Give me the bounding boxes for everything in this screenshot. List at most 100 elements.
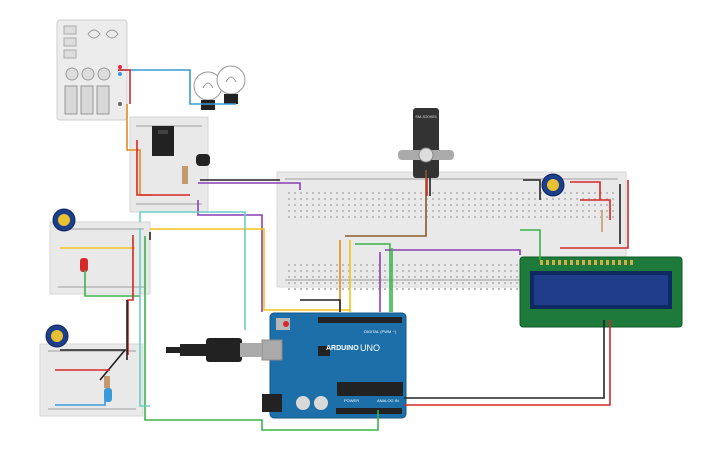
breadboard-hole	[480, 210, 482, 212]
breadboard-hole	[516, 210, 518, 212]
breadboard-hole	[342, 288, 344, 290]
breadboard-hole	[396, 204, 398, 206]
relay-module[interactable]	[56, 19, 128, 121]
breadboard-hole	[330, 276, 332, 278]
breadboard-hole	[396, 276, 398, 278]
breadboard-hole	[390, 216, 392, 218]
lcd-pin	[564, 260, 567, 265]
breadboard-hole	[504, 192, 506, 194]
breadboard-hole	[516, 198, 518, 200]
breadboard-hole	[492, 288, 494, 290]
breadboard-hole	[510, 204, 512, 206]
breadboard-hole	[510, 264, 512, 266]
breadboard-hole	[558, 210, 560, 212]
lcd-pin	[624, 260, 627, 265]
breadboard-hole	[504, 288, 506, 290]
breadboard-hole	[594, 204, 596, 206]
breadboard-hole	[342, 264, 344, 266]
servo-motor[interactable]: SM-S2090S	[398, 108, 454, 178]
breadboard-hole	[438, 192, 440, 194]
breadboard-hole	[336, 192, 338, 194]
breadboard-hole	[450, 210, 452, 212]
breadboard-hole	[528, 204, 530, 206]
arduino-analog-label: ANALOG IN	[377, 398, 399, 403]
breadboard-hole	[552, 216, 554, 218]
breadboard-hole	[498, 270, 500, 272]
breadboard-hole	[420, 192, 422, 194]
breadboard-hole	[600, 198, 602, 200]
arduino-uno-board[interactable]: ARDUINO UNO DIGITAL (PWM ~) ANALOG IN PO…	[261, 312, 407, 419]
potentiometer-knob-icon[interactable]	[541, 173, 565, 197]
breadboard-hole	[306, 276, 308, 278]
breadboard-hole	[390, 204, 392, 206]
breadboard-hole	[486, 210, 488, 212]
breadboard-hole	[510, 216, 512, 218]
breadboard-hole	[378, 276, 380, 278]
breadboard-hole	[306, 198, 308, 200]
breadboard-hole	[486, 216, 488, 218]
breadboard-hole	[504, 282, 506, 284]
breadboard-hole	[402, 216, 404, 218]
breadboard-hole	[402, 198, 404, 200]
breadboard-hole	[336, 282, 338, 284]
breadboard-hole	[360, 210, 362, 212]
breadboard-hole	[330, 270, 332, 272]
breadboard-hole	[366, 216, 368, 218]
breadboard-hole	[546, 198, 548, 200]
breadboard-hole	[492, 282, 494, 284]
breadboard-hole	[522, 210, 524, 212]
breadboard-hole	[414, 282, 416, 284]
breadboard-hole	[432, 276, 434, 278]
breadboard-hole	[480, 276, 482, 278]
breadboard-hole	[534, 210, 536, 212]
breadboard-hole	[366, 270, 368, 272]
breadboard-hole	[474, 270, 476, 272]
breadboard-hole	[336, 270, 338, 272]
breadboard-hole	[492, 198, 494, 200]
breadboard-hole	[462, 264, 464, 266]
breadboard-hole	[390, 210, 392, 212]
breadboard-hole	[612, 216, 614, 218]
breadboard-main	[276, 171, 627, 290]
breadboard-hole	[384, 288, 386, 290]
lightbulb-icon	[193, 65, 246, 110]
breadboard-hole	[300, 198, 302, 200]
breadboard-hole	[582, 192, 584, 194]
breadboard-hole	[336, 204, 338, 206]
breadboard-hole	[456, 210, 458, 212]
breadboard-hole	[612, 210, 614, 212]
breadboard-hole	[408, 216, 410, 218]
breadboard-hole	[288, 198, 290, 200]
breadboard-hole	[432, 270, 434, 272]
breadboard-hole	[312, 264, 314, 266]
breadboard-hole	[462, 276, 464, 278]
lcd-display	[519, 256, 683, 328]
breadboard-hole	[342, 192, 344, 194]
breadboard-hole	[474, 282, 476, 284]
breadboard-hole	[450, 216, 452, 218]
breadboard-hole	[414, 288, 416, 290]
breadboard-hole	[378, 198, 380, 200]
breadboard-hole	[336, 216, 338, 218]
breadboard-hole	[330, 288, 332, 290]
breadboard-hole	[588, 210, 590, 212]
breadboard-hole	[408, 204, 410, 206]
breadboard-hole	[474, 198, 476, 200]
breadboard-hole	[426, 204, 428, 206]
breadboard-hole	[324, 210, 326, 212]
breadboard-hole	[312, 216, 314, 218]
breadboard-hole	[342, 270, 344, 272]
breadboard-hole	[294, 210, 296, 212]
breadboard-hole	[288, 192, 290, 194]
breadboard-hole	[450, 282, 452, 284]
breadboard-hole	[390, 270, 392, 272]
breadboard-hole	[462, 204, 464, 206]
breadboard-hole	[348, 288, 350, 290]
breadboard-hole	[504, 204, 506, 206]
breadboard-hole	[360, 198, 362, 200]
breadboard-hole	[480, 282, 482, 284]
breadboard-hole	[462, 270, 464, 272]
breadboard-hole	[492, 276, 494, 278]
breadboard-hole	[474, 288, 476, 290]
breadboard-hole	[288, 282, 290, 284]
